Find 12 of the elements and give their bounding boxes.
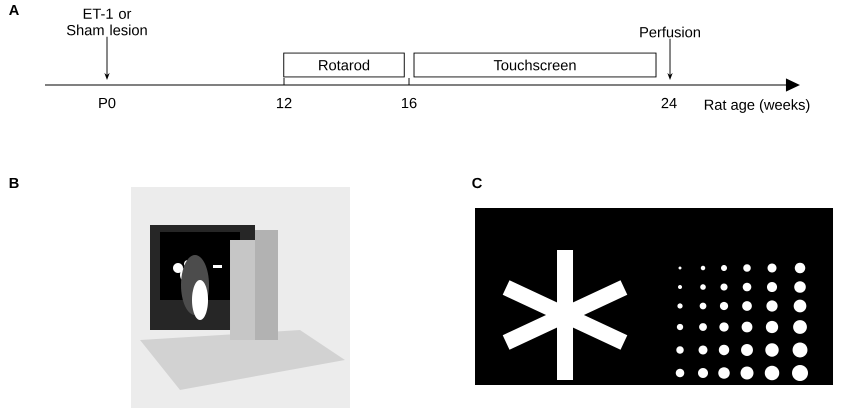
tick-label: P0	[99, 98, 116, 108]
event-label: Perfusion	[640, 26, 700, 38]
phase-box: Rotarod	[283, 52, 405, 78]
axis-label: Rat age (weeks)	[704, 99, 810, 113]
panel-letter: C	[472, 178, 482, 188]
tick-label: 16	[402, 98, 416, 108]
panel-letter: A	[9, 4, 19, 16]
phase-box: Touchscreen	[414, 52, 656, 78]
tick-label: 24	[662, 98, 677, 108]
tick-label: 12	[276, 98, 292, 108]
panel-letter: B	[10, 178, 19, 188]
event-label: ET-1 or Sham lesion	[66, 8, 147, 36]
